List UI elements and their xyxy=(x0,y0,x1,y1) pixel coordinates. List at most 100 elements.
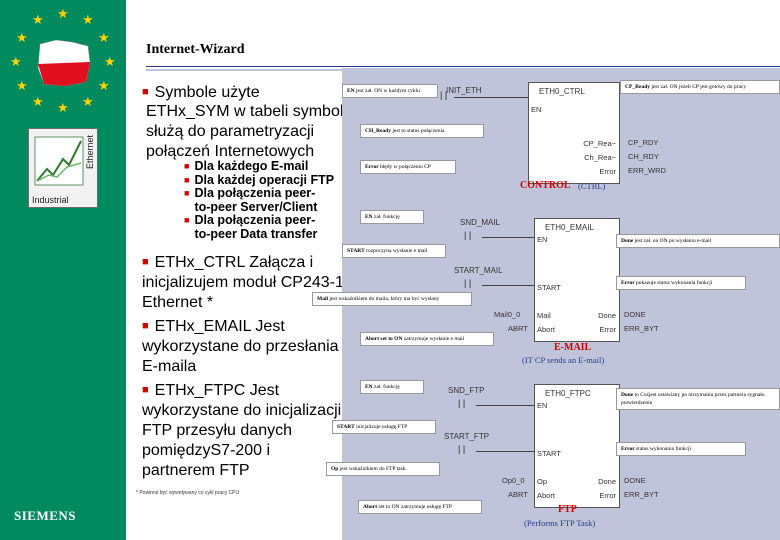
email-done-pin: Done xyxy=(598,311,616,320)
callout-ftp-done: Done to Cośjest ustawiany po otrzymaniu … xyxy=(616,388,780,410)
header xyxy=(126,0,780,68)
ftp-error-value: ERR_BYT xyxy=(624,490,659,499)
callout-email-error: Error pokazuje status wykonania funkcji xyxy=(616,276,746,290)
square-bullet-icon: ■ xyxy=(142,384,149,396)
ftp-error-pin: Error xyxy=(599,491,616,500)
callout-email-en: EN zał. funkcję xyxy=(360,210,424,224)
ctrl-input-label: INIT_ETH xyxy=(446,86,482,95)
intro-lines: ETHx_SYM w tabeli symboli służą do param… xyxy=(146,102,347,162)
callout-email-done: Done jest zał. on ON po wysłaniu e-mail xyxy=(616,234,780,248)
contact-snd-mail: | | xyxy=(464,230,472,240)
email-block-title: ETH0_EMAIL xyxy=(545,223,594,232)
ftpc-description: ■ETHx_FTPC Jest wykorzystane do inicjali… xyxy=(142,382,342,479)
email-en-pin: EN xyxy=(537,235,548,244)
callout-email-abort: Abort set to ON zatrzymuje wysłanie e ma… xyxy=(360,332,494,346)
poland-map-icon xyxy=(37,39,91,87)
intro-heading: Symbole xyxy=(154,84,217,101)
ftp-start-contact: START_FTP xyxy=(444,432,490,441)
page-title: Internet-Wizard xyxy=(146,42,245,57)
ftp-done-value: DONE xyxy=(624,476,646,485)
callout-ftp-error: Error status wykonania funkcji xyxy=(616,442,746,456)
ftp-abort-value: ABRT xyxy=(508,490,528,499)
ethernet-label: Ethernet xyxy=(85,135,95,170)
email-error-value: ERR_BYT xyxy=(624,324,659,333)
ctrl-out-pin: CP_Rea~ xyxy=(583,139,616,148)
contact-snd-ftp: | | xyxy=(458,398,466,408)
ftp-op-pin: Op xyxy=(537,477,548,486)
square-bullet-icon: ■ xyxy=(142,86,149,98)
industrial-label: Industrial xyxy=(32,195,69,205)
ftp-label: FTP xyxy=(558,504,577,515)
email-mail-pin: Mail xyxy=(537,311,551,320)
intro-rest: użyte xyxy=(216,84,260,101)
contact-init-eth: | | xyxy=(440,90,448,100)
callout-ftp-op: Op jest wskaźnikiem do FTP task. xyxy=(326,462,440,476)
footnote: * Powinno być wywoływany co cykl pracy C… xyxy=(136,490,240,496)
email-error-pin: Error xyxy=(599,325,616,334)
ctrl-function-block: ETH0_CTRL EN CP_Rea~ Ch_Rea~ Error xyxy=(528,82,620,184)
ftp-block-title: ETH0_FTPC xyxy=(545,389,591,398)
poland-eu-flag-icon: ★ ★ ★ ★ ★ ★ ★ ★ ★ ★ ★ ★ xyxy=(10,7,116,116)
sub-item: ■Dla każdej operacji FTP xyxy=(184,172,335,187)
ctrl-out-pin: Ch_Rea~ xyxy=(584,153,616,162)
email-function-block: ETH0_EMAIL EN START Mail Abort Done Erro… xyxy=(534,218,620,342)
callout-ftp-start: START inicjalizuje usługę FTP xyxy=(332,420,436,434)
ftp-done-pin: Done xyxy=(598,477,616,486)
sidebar: ★ ★ ★ ★ ★ ★ ★ ★ ★ ★ ★ ★ Ethernet Industr… xyxy=(0,0,126,540)
wire xyxy=(454,97,528,98)
header-divider xyxy=(146,66,780,67)
ftp-function-block: ETH0_FTPC EN START Op Abort Done Error xyxy=(534,384,620,508)
ftp-en-pin: EN xyxy=(537,401,548,410)
ctrl-description: ■ETHx_CTRL Załącza i inicjalizujem moduł… xyxy=(142,254,344,311)
left-content xyxy=(126,72,342,518)
ctrl-label: CONTROL xyxy=(520,180,571,191)
contact-start-ftp: | | xyxy=(458,444,466,454)
industrial-ethernet-logo-icon: Ethernet Industrial xyxy=(28,128,98,208)
callout-ctrl-chready: CH_Ready jest to status połączenia xyxy=(360,124,484,138)
ctrl-block-title: ETH0_CTRL xyxy=(539,87,585,96)
sub-list: ■Dla każdego E-mail ■Dla każdej operacji… xyxy=(184,159,344,241)
square-bullet-icon: ■ xyxy=(142,256,149,268)
square-bullet-icon: ■ xyxy=(184,161,190,171)
email-start-pin: START xyxy=(537,283,561,292)
intro-line: ETHx_SYM w tabeli symboli xyxy=(146,103,347,120)
ftp-op-value: Op0_0 xyxy=(502,476,525,485)
intro-heading-line: ■ Symbole użyte xyxy=(142,82,260,103)
ftp-label-sub: (Performs FTP Task) xyxy=(524,518,596,528)
intro-line: połączeń Internetowych xyxy=(146,143,315,160)
ftp-abort-pin: Abort xyxy=(537,491,555,500)
ctrl-label-sub: (CTRL) xyxy=(578,181,606,191)
callout-ctrl-cpready: CP_Ready jest zał. ON jeżeli CP jest got… xyxy=(620,80,780,94)
callout-ctrl-en: EN jest zał. ON w każdym cyklu xyxy=(342,84,438,98)
sub-item: ■Dla każdego E-mail xyxy=(184,159,309,173)
siemens-logo: SIEMENS xyxy=(14,508,77,523)
square-bullet-icon: ■ xyxy=(142,320,149,332)
email-abort-value: ABRT xyxy=(508,324,528,333)
ftp-start-pin: START xyxy=(537,449,561,458)
wire xyxy=(476,405,534,406)
callout-email-mail: Mail jest wskaźnikiem do maila, który ma… xyxy=(312,292,472,306)
ctrl-out-value: CP_RDY xyxy=(628,138,659,147)
callout-ftp-abort: Abort set to ON zatrzymuje usługę FTP xyxy=(358,500,482,514)
callout-ftp-en: EN zał. funkcję xyxy=(360,380,424,394)
wire xyxy=(476,451,534,452)
email-label-sub: (IT CP sends an E-mail) xyxy=(522,355,605,365)
ftp-en-contact: SND_FTP xyxy=(448,386,485,395)
intro-line: służą do parametryzacji xyxy=(146,123,315,140)
callout-email-start: START rozpoczyna wysłanie e mail xyxy=(342,244,446,258)
email-en-contact: SND_MAIL xyxy=(460,218,501,227)
email-start-contact: START_MAIL xyxy=(454,266,503,275)
email-description: ■ETHx_EMAIL Jest wykorzystane do przesła… xyxy=(142,318,339,375)
email-label: E-MAIL xyxy=(554,342,592,353)
square-bullet-icon: ■ xyxy=(184,215,190,225)
ctrl-en-pin: EN xyxy=(531,105,542,114)
square-bullet-icon: ■ xyxy=(184,188,190,198)
email-abort-pin: Abort xyxy=(537,325,555,334)
square-bullet-icon: ■ xyxy=(184,174,190,185)
callout-ctrl-error: Error błędy w połączeniu CP xyxy=(360,160,456,174)
wire xyxy=(482,237,534,238)
contact-start-mail: | | xyxy=(464,278,472,288)
wire xyxy=(482,285,534,286)
diagram-panel: | | INIT_ETH ETH0_CTRL EN CP_Rea~ Ch_Rea… xyxy=(312,68,780,540)
email-done-value: DONE xyxy=(624,310,646,319)
